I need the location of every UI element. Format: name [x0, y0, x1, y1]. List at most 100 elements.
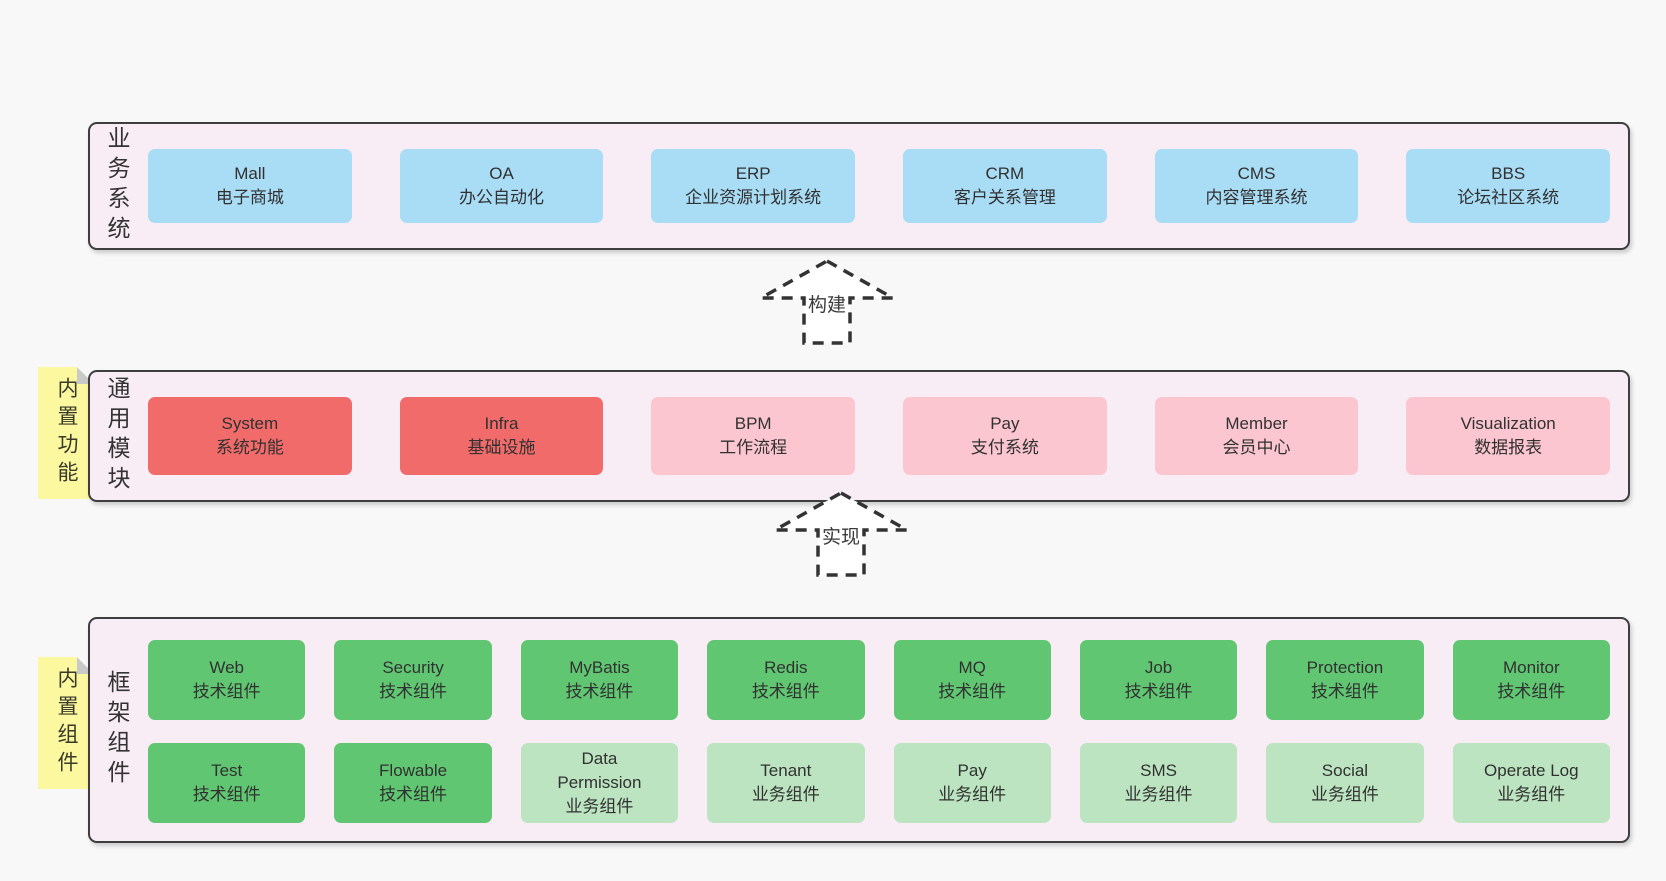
- up-arrow-dashed-icon: [757, 258, 897, 345]
- business-system-boxes: Mall 电子商城 OA 办公自动化 ERP 企业资源计划系统 CRM 客户关系管理 CMS 内容…: [144, 124, 1628, 248]
- box-title: Redis: [764, 658, 808, 677]
- box-title: SMS: [1140, 761, 1177, 780]
- arrow-implement-label: 实现: [821, 527, 860, 548]
- band-label-business-systems: 业务系统: [104, 126, 130, 246]
- box-subtitle: 技术组件: [751, 682, 820, 701]
- arrow-implement: 实现: [771, 489, 911, 579]
- box-subtitle: 办公自动化: [459, 188, 544, 207]
- box-title: Visualization: [1460, 414, 1556, 433]
- diagram-box-pay: Pay 支付系统: [903, 397, 1107, 475]
- sticky-note-built-in-functions: 内置功能: [38, 367, 94, 499]
- arrow-build-label: 构建: [807, 295, 846, 316]
- box-subtitle: 业务组件: [1124, 785, 1193, 804]
- box-title: Test: [211, 761, 243, 780]
- box-subtitle: 技术组件: [192, 785, 261, 804]
- box-title: ERP: [735, 164, 771, 183]
- box-subtitle: 技术组件: [379, 785, 448, 804]
- diagram-box-oa: OA 办公自动化: [399, 149, 604, 223]
- box-subtitle: 支付系统: [970, 438, 1039, 457]
- band-label-framework-components: 框架组件: [104, 670, 130, 790]
- box-subtitle: 业务组件: [1497, 785, 1566, 804]
- box-subtitle: 业务组件: [751, 785, 820, 804]
- box-title: Tenant: [760, 761, 812, 780]
- box-subtitle: 内容管理系统: [1205, 188, 1308, 207]
- band-common-modules: 通用模块 System 系统功能 Infra 基础设施 BPM 工作流程 Pay 支付系统 Me…: [88, 370, 1630, 502]
- box-title: Flowable: [379, 761, 448, 780]
- diagram-box-test: Test 技术组件: [148, 743, 306, 823]
- box-subtitle: 技术组件: [192, 682, 261, 701]
- box-title: Job: [1144, 658, 1173, 677]
- box-subtitle: 企业资源计划系统: [685, 188, 822, 207]
- box-title: Pay: [990, 414, 1020, 433]
- box-title: Monitor: [1502, 658, 1560, 677]
- diagram-box-mall: Mall 电子商城: [148, 149, 352, 223]
- diagram-box-social: Social 业务组件: [1266, 743, 1424, 823]
- sticky-note-built-in-components: 内置组件: [38, 657, 94, 789]
- box-title: Security: [382, 658, 444, 677]
- box-title: CMS: [1237, 164, 1276, 183]
- box-subtitle: 基础设施: [467, 438, 536, 457]
- box-title: MQ: [958, 658, 986, 677]
- band-business-systems: 业务系统 Mall 电子商城 OA 办公自动化 ERP 企业资源计划系统 CRM 客户关系管理…: [88, 122, 1630, 250]
- sticky-label: 内置组件: [55, 667, 78, 779]
- box-title: System: [221, 414, 279, 433]
- arrow-build: 构建: [757, 257, 897, 347]
- box-subtitle: 业务组件: [938, 785, 1007, 804]
- diagram-box-crm: CRM 客户关系管理: [903, 149, 1107, 223]
- up-arrow-dashed-icon: [771, 490, 911, 577]
- box-title: CRM: [985, 164, 1025, 183]
- diagram-box-pay: Pay 业务组件: [893, 743, 1051, 823]
- box-subtitle: 技术组件: [938, 682, 1007, 701]
- band-label-common-modules: 通用模块: [104, 376, 130, 496]
- diagram-box-redis: Redis 技术组件: [707, 640, 865, 720]
- box-subtitle: 电子商城: [215, 188, 284, 207]
- box-subtitle: 技术组件: [1124, 682, 1193, 701]
- diagram-box-web: Web 技术组件: [148, 640, 306, 720]
- diagram-box-infra: Infra 基础设施: [399, 397, 604, 475]
- box-subtitle: 业务组件: [1310, 785, 1379, 804]
- box-title: Member: [1225, 414, 1288, 433]
- box-subtitle: 系统功能: [215, 438, 284, 457]
- sticky-label: 内置功能: [55, 377, 78, 489]
- diagram-box-job: Job 技术组件: [1079, 640, 1238, 720]
- diagram-box-visualization: Visualization 数据报表: [1406, 397, 1611, 475]
- common-module-boxes: System 系统功能 Infra 基础设施 BPM 工作流程 Pay 支付系统 Member 会…: [144, 372, 1628, 500]
- diagram-box-flowable: Flowable 技术组件: [334, 743, 492, 823]
- box-subtitle: 客户关系管理: [953, 188, 1056, 207]
- box-title: Social: [1321, 761, 1369, 780]
- box-subtitle: 业务组件: [565, 797, 634, 816]
- diagram-box-cms: CMS 内容管理系统: [1154, 149, 1359, 223]
- box-title: Web: [209, 658, 245, 677]
- diagram-box-bpm: BPM 工作流程: [651, 397, 856, 475]
- box-title: Pay: [957, 761, 987, 780]
- diagram-box-erp: ERP 企业资源计划系统: [651, 149, 856, 223]
- diagram-box-mybatis: MyBatis 技术组件: [520, 640, 679, 720]
- box-title: Infra: [484, 414, 519, 433]
- box-title: MyBatis: [569, 658, 630, 677]
- box-subtitle: 会员中心: [1222, 438, 1291, 457]
- diagram-box-member: Member 会员中心: [1154, 397, 1359, 475]
- diagram-box-system: System 系统功能: [148, 397, 352, 475]
- diagram-box-tenant: Tenant 业务组件: [707, 743, 865, 823]
- box-title: Protection: [1306, 658, 1384, 677]
- diagram-box-sms: SMS 业务组件: [1079, 743, 1238, 823]
- diagram-box-mq: MQ 技术组件: [893, 640, 1051, 720]
- box-subtitle: 技术组件: [379, 682, 448, 701]
- diagram-box-security: Security 技术组件: [334, 640, 492, 720]
- box-title: BPM: [734, 414, 772, 433]
- box-subtitle: 数据报表: [1474, 438, 1543, 457]
- box-title: OA: [489, 164, 514, 183]
- box-subtitle: 技术组件: [565, 682, 634, 701]
- box-title: Mall: [234, 164, 266, 183]
- box-title: BBS: [1491, 164, 1526, 183]
- box-subtitle: 工作流程: [719, 438, 788, 457]
